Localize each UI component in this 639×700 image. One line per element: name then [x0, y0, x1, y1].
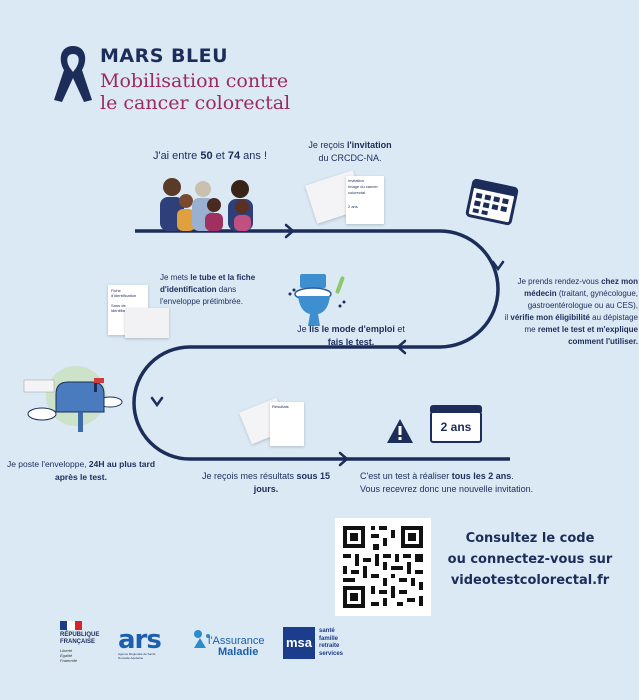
- ribbon-icon: [54, 46, 92, 102]
- step-tube: Je mets le tube et la fiche d'identifica…: [160, 273, 256, 306]
- mailbox-icon: [23, 366, 123, 432]
- tube-envelope: [125, 308, 169, 338]
- results-doc: Résultats: [270, 402, 304, 446]
- cta-text: Consultez le code ou connectez-vous sur …: [440, 528, 620, 591]
- warning-icon: [387, 419, 413, 443]
- step-doctor: Je prends rendez-vous chez mon médecin (…: [504, 277, 638, 346]
- toilet-icon: [288, 274, 346, 326]
- invitation-doc: Invitation Image du cancer colorectal 2 …: [346, 176, 384, 224]
- family-illustration: [160, 178, 253, 231]
- step-test: Je lis le mode d'emploi et fais le test.: [297, 324, 405, 347]
- step-age: J'ai entre 50 et 74 ans !: [152, 150, 268, 162]
- badge-2ans: 2 ans: [430, 411, 482, 443]
- qr-code-icon[interactable]: [335, 518, 431, 616]
- two-years-calendar: 2 ans: [430, 405, 482, 445]
- page-title: MARS BLEU: [100, 45, 229, 67]
- ars-logo: ars Agence Régionale de Santé Nouvelle-A…: [118, 625, 162, 660]
- qr-code-card[interactable]: [335, 518, 431, 616]
- step-results: Je reçois mes résultats sous 15 jours.: [201, 471, 331, 494]
- step-every-two-years: C'est un test à réaliser tous les 2 ans.…: [360, 471, 534, 494]
- website-link[interactable]: videotestcolorectal.fr: [450, 573, 610, 588]
- assurance-maladie-icon: [194, 630, 210, 648]
- page-subtitle: Mobilisation contre le cancer colorectal: [100, 70, 291, 114]
- calendar-icon: [465, 178, 519, 226]
- step-post: Je poste l'enveloppe, 24H au plus tard a…: [6, 459, 156, 482]
